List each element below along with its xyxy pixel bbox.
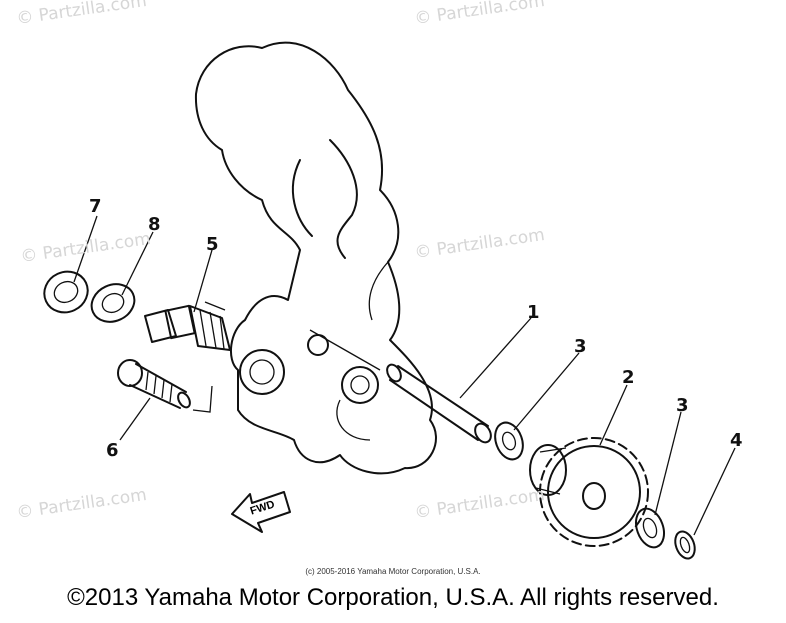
part-gear (529, 437, 649, 547)
callout-8: 8 (148, 214, 161, 235)
part-washer-lower (634, 507, 666, 549)
callout-3-lower: 3 (676, 395, 689, 416)
callout-4: 4 (730, 430, 743, 451)
part-washer-upper (494, 421, 524, 461)
fwd-arrow (231, 491, 291, 533)
engine-case-outline (194, 41, 437, 475)
callout-3-upper: 3 (574, 336, 587, 357)
callout-6: 6 (106, 440, 119, 461)
callout-5: 5 (206, 234, 219, 255)
callout-7: 7 (89, 196, 102, 217)
main-copyright: ©2013 Yamaha Motor Corporation, U.S.A. A… (67, 584, 719, 611)
small-copyright: (c) 2005-2016 Yamaha Motor Corporation, … (305, 567, 481, 576)
callout-2: 2 (622, 367, 635, 388)
part-washer-8 (90, 283, 136, 323)
part-shaft (309, 329, 492, 444)
leader-lines (73, 215, 736, 536)
callout-1: 1 (527, 302, 540, 323)
part-bolt (117, 359, 213, 413)
part-gear-shaft (144, 304, 231, 351)
part-circlip (674, 530, 696, 560)
part-oil-seal (43, 270, 89, 314)
